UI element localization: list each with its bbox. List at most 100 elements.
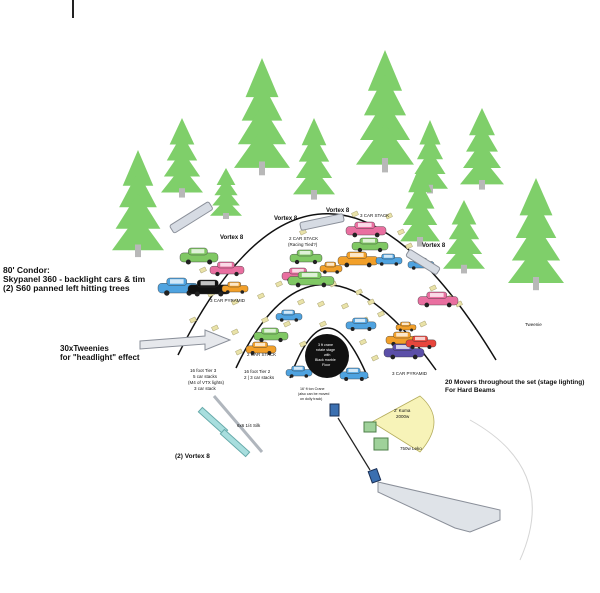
pine-tree-tier xyxy=(210,198,242,216)
pine-tree-trunk xyxy=(311,190,317,200)
center-rotating-stage xyxy=(305,334,349,378)
car-wheel xyxy=(344,377,349,381)
car-wheel xyxy=(357,247,363,253)
pine-tree-tier xyxy=(122,150,154,186)
pine-tree xyxy=(508,178,564,291)
pine-tree xyxy=(210,168,242,219)
movers-label-2: For Hard Beams xyxy=(445,387,496,394)
silk-label: 6x6 1/4 Silk xyxy=(237,423,261,428)
car-wheel xyxy=(164,290,170,296)
car-wheel xyxy=(350,327,355,331)
tweenie-fixture xyxy=(231,298,239,306)
pine-tree-tier xyxy=(115,193,161,229)
car-wheel xyxy=(335,270,339,274)
pine-tree-tier xyxy=(508,245,564,284)
tweenie-fixture xyxy=(283,320,291,328)
car-window xyxy=(326,262,335,266)
car xyxy=(339,367,369,381)
vortex-label-left: Vortex 8 xyxy=(220,235,244,241)
pine-tree-tier xyxy=(298,134,330,162)
car-wheel xyxy=(352,232,358,238)
tweenie-fixture xyxy=(231,328,239,336)
car-wheel xyxy=(304,374,309,378)
tweenie-fixture xyxy=(211,324,219,332)
pine-tree-tier xyxy=(245,58,279,98)
car-wheel xyxy=(250,351,255,355)
pine-tree-tier xyxy=(414,149,446,174)
car-wheel xyxy=(240,290,245,294)
tweenie-fixture xyxy=(299,340,307,348)
pine-tree-tier xyxy=(460,157,504,185)
pine-tree-tier xyxy=(451,200,477,225)
car-wheel xyxy=(234,271,239,277)
kuma-label-1: 2' Kuma xyxy=(394,408,411,413)
car xyxy=(351,237,389,253)
car-window xyxy=(396,345,410,349)
car xyxy=(319,261,343,274)
car-window xyxy=(383,254,393,258)
car-window xyxy=(255,342,266,347)
car-wheel xyxy=(410,328,414,332)
pine-tree-tier xyxy=(301,118,327,146)
car-pyramid-3-right-label: 3 CAR PYRAMID xyxy=(392,371,428,376)
pine-tree-tier xyxy=(234,128,290,168)
condor-label-1: 80' Condor: xyxy=(3,265,50,275)
car-wheel xyxy=(323,270,327,274)
pine-tree-trunk xyxy=(135,244,141,258)
tweenie-fixture xyxy=(235,348,243,356)
car xyxy=(345,317,377,331)
car-wheel xyxy=(312,259,318,265)
car-window xyxy=(264,328,276,333)
pine-tree-trunk xyxy=(259,161,265,176)
pine-tree-tier xyxy=(445,229,483,254)
car-window xyxy=(358,223,372,227)
pine-tree-tier xyxy=(112,214,164,251)
tweenie-fixture xyxy=(275,280,283,288)
car-window xyxy=(191,249,205,254)
vortex-fixture-left xyxy=(169,201,213,234)
car-wheel xyxy=(294,259,300,265)
tweenie-fixture xyxy=(397,228,405,236)
car xyxy=(345,221,387,238)
car-window xyxy=(348,368,358,373)
vortex-label-right: Vortex 8 xyxy=(422,243,446,249)
pine-tree-tier xyxy=(416,134,444,160)
car-wheel xyxy=(207,259,213,265)
car-wheel xyxy=(366,262,372,268)
stage-note-3: on dolly track) xyxy=(300,397,322,401)
tweenies-label-2: for "headlight" effect xyxy=(60,353,140,362)
tweenie-fixture xyxy=(257,292,265,300)
vortex-fixture-top xyxy=(299,213,345,231)
vortex-label-bottom: (2) Vortex 8 xyxy=(175,453,210,460)
pine-tree-trunk xyxy=(461,264,467,274)
car-stack-2-racing-label-1: 2 CAR STACK xyxy=(289,236,318,241)
pine-tree xyxy=(293,118,335,200)
car-window xyxy=(415,336,426,341)
car-window xyxy=(362,238,376,243)
pine-tree-tier xyxy=(295,150,333,178)
tier2-label-2: 2 | 3 car stacks xyxy=(244,375,275,380)
car xyxy=(187,279,231,297)
pine-tree-tier xyxy=(216,168,236,185)
pine-tree-tier xyxy=(469,108,495,136)
center-stage-label-4: Black marble xyxy=(315,358,336,362)
stage-note-1: 16' ft ton Crane xyxy=(300,387,324,391)
faint-boundary xyxy=(469,419,533,561)
car-wheel xyxy=(294,318,299,322)
center-stage-label-5: Floor xyxy=(322,363,331,367)
vortex-label-mid: Vortex 8 xyxy=(274,216,298,222)
car-window xyxy=(299,250,311,255)
center-stage-label-1: 3 ft crane xyxy=(318,343,333,347)
car-wheel xyxy=(398,328,402,332)
car-wheel xyxy=(424,302,430,308)
tweenie-fixture xyxy=(385,212,393,220)
car-wheel xyxy=(411,266,416,270)
car-wheel xyxy=(259,337,264,343)
tweenie-fixture xyxy=(341,302,349,310)
car-wheel xyxy=(278,337,283,343)
pine-tree-tier xyxy=(405,181,435,209)
car-window xyxy=(220,262,232,267)
car xyxy=(395,321,417,332)
tree-group xyxy=(112,50,564,291)
